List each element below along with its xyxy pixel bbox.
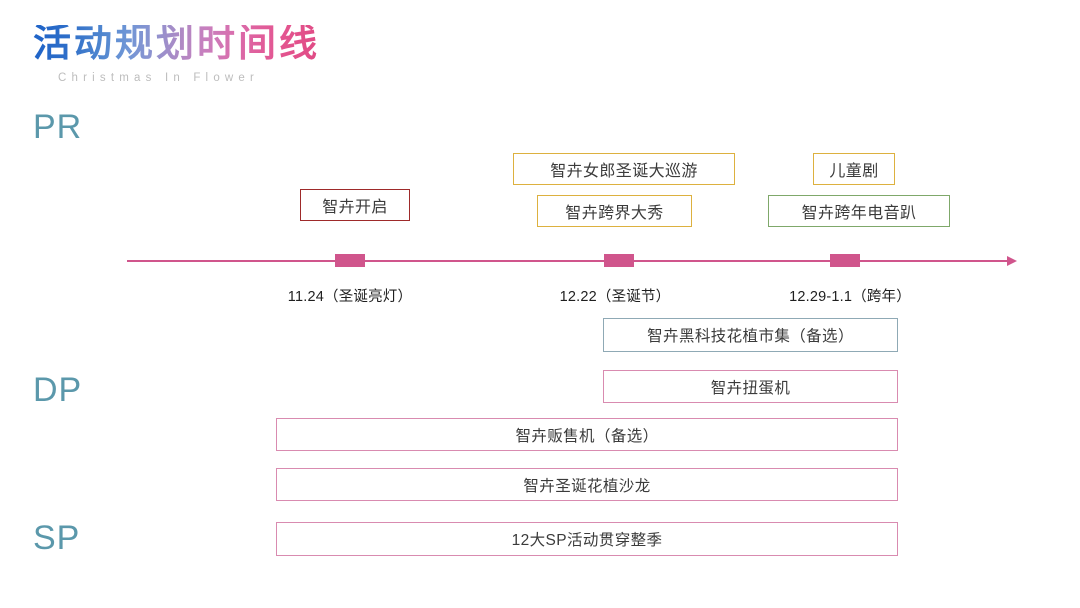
dp-event-box-gacha[interactable]: 智卉扭蛋机 <box>603 370 898 403</box>
section-label-dp: DP <box>33 371 83 409</box>
dp-event-box-tech-market[interactable]: 智卉黑科技花植市集（备选） <box>603 318 898 352</box>
timeline-marker-1[interactable] <box>335 254 365 267</box>
timeline-date-label-1: 11.24（圣诞亮灯） <box>287 289 413 305</box>
pr-event-box-crossover-show[interactable]: 智卉跨界大秀 <box>537 195 692 227</box>
section-label-sp: SP <box>33 519 81 557</box>
page-title: 活动规划时间线 <box>33 23 321 65</box>
pr-event-box-newyear-party[interactable]: 智卉跨年电音趴 <box>768 195 950 227</box>
timeline-date-label-2: 12.22（圣诞节） <box>559 289 671 305</box>
pr-event-box-girl-parade[interactable]: 智卉女郎圣诞大巡游 <box>513 153 735 185</box>
sp-event-box-campaign[interactable]: 12大SP活动贯穿整季 <box>276 522 898 556</box>
timeline-marker-3[interactable] <box>830 254 860 267</box>
timeline-date-label-3: 12.29-1.1（跨年） <box>789 289 911 305</box>
timeline-arrow-icon <box>1007 255 1017 266</box>
timeline-line <box>127 260 1009 262</box>
pr-event-box-children-play[interactable]: 儿童剧 <box>813 153 895 185</box>
section-label-pr: PR <box>33 108 83 146</box>
timeline-marker-2[interactable] <box>604 254 634 267</box>
page-subtitle: Christmas In Flower <box>58 72 260 84</box>
timeline-axis <box>127 254 1017 268</box>
pr-event-box-zhihui-start[interactable]: 智卉开启 <box>300 189 410 221</box>
dp-event-box-salon[interactable]: 智卉圣诞花植沙龙 <box>276 468 898 501</box>
dp-event-box-vending[interactable]: 智卉贩售机（备选） <box>276 418 898 451</box>
